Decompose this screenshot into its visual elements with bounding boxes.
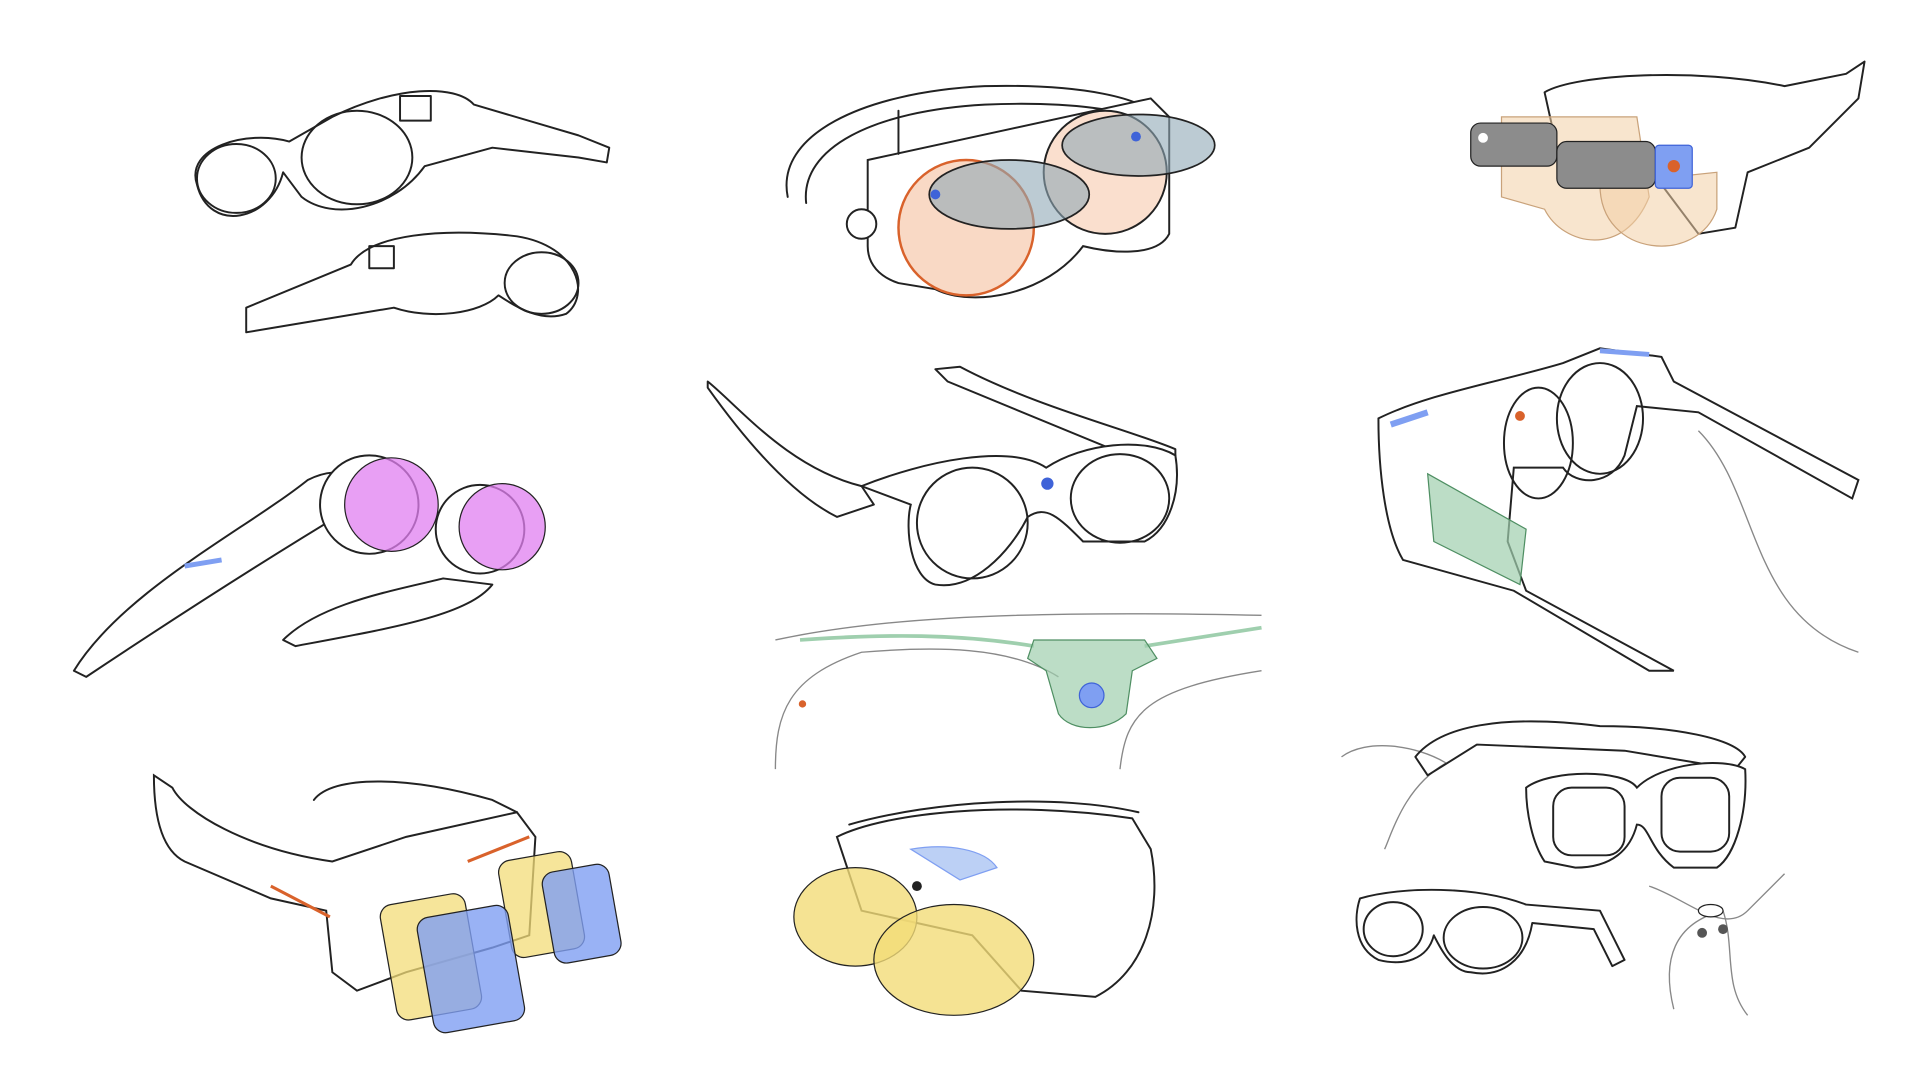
browline-glasses-sketch bbox=[706, 365, 1178, 587]
magenta-lens-right bbox=[458, 483, 546, 571]
slate-flip-lens-right bbox=[1061, 113, 1216, 177]
flip-lens-headset-sketch bbox=[785, 84, 1216, 299]
side-panel-glasses-sketch bbox=[1377, 347, 1860, 672]
blue-layer-right bbox=[541, 863, 622, 964]
thick-frame-glasses-sketch bbox=[1341, 720, 1786, 1016]
camera-module-left bbox=[1470, 122, 1558, 167]
green-side-panel bbox=[1426, 472, 1527, 586]
slate-flip-lens-left bbox=[928, 159, 1091, 230]
layered-lens-visor-sketch bbox=[152, 773, 622, 1034]
slim-smart-glasses-sketch bbox=[194, 90, 611, 334]
yellow-lens-right bbox=[873, 903, 1035, 1016]
camera-module-glasses-sketch bbox=[1470, 60, 1866, 247]
magenta-lens-left bbox=[344, 457, 439, 552]
camera-module-right bbox=[1556, 140, 1656, 189]
magenta-lens-goggles-sketch bbox=[72, 454, 546, 678]
yellow-lens-headband-sketch bbox=[793, 800, 1156, 1016]
blue-layer-left bbox=[416, 904, 526, 1034]
bridge-circuit-detail bbox=[774, 613, 1262, 770]
